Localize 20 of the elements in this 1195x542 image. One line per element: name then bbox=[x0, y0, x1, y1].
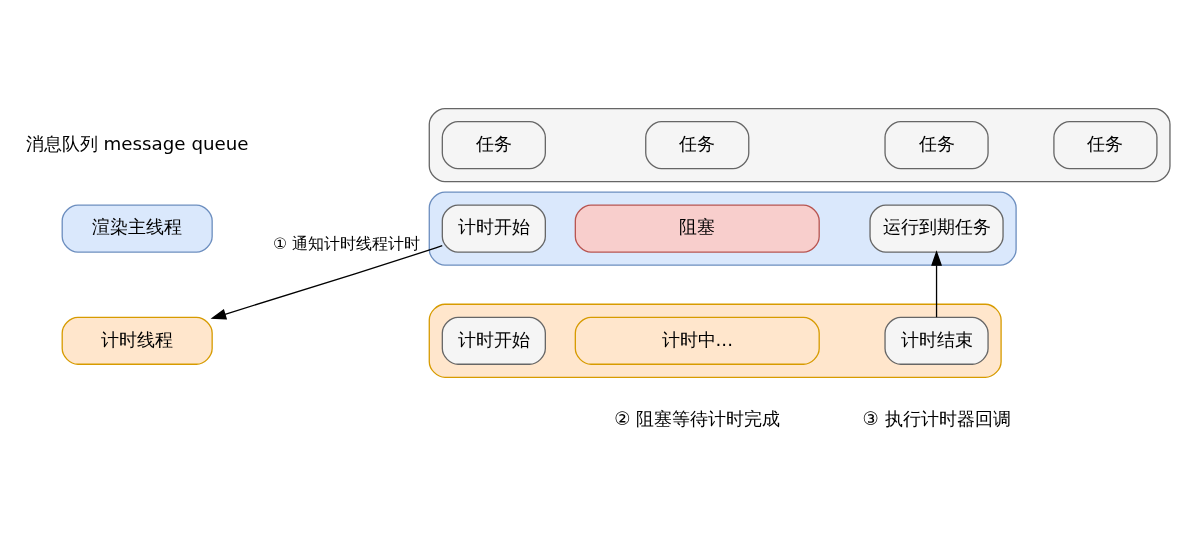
node-box: 任务 bbox=[884, 121, 989, 170]
node-box: 任务 bbox=[441, 121, 546, 170]
node-box: 任务 bbox=[1053, 121, 1158, 170]
node-box: 渲染主线程 bbox=[61, 204, 213, 253]
label: 消息队列 message queue bbox=[25, 132, 249, 154]
node-box: 运行到期任务 bbox=[869, 204, 1004, 253]
arrow bbox=[210, 245, 443, 320]
node-box: 计时线程 bbox=[61, 316, 213, 365]
node-box: 计时中... bbox=[574, 316, 820, 365]
node-box: 计时开始 bbox=[441, 204, 546, 253]
cluster bbox=[428, 108, 1171, 183]
label: ② 阻塞等待计时完成 bbox=[614, 408, 781, 430]
cluster bbox=[428, 303, 1002, 378]
label: ③ 执行计时器回调 bbox=[862, 408, 1011, 430]
arrow bbox=[931, 250, 943, 318]
node-box: 计时结束 bbox=[884, 316, 989, 365]
node-box: 任务 bbox=[645, 121, 750, 170]
node-box: 阻塞 bbox=[574, 204, 820, 253]
edge-label: ① 通知计时线程计时 bbox=[272, 233, 420, 253]
node-box: 计时开始 bbox=[441, 316, 546, 365]
